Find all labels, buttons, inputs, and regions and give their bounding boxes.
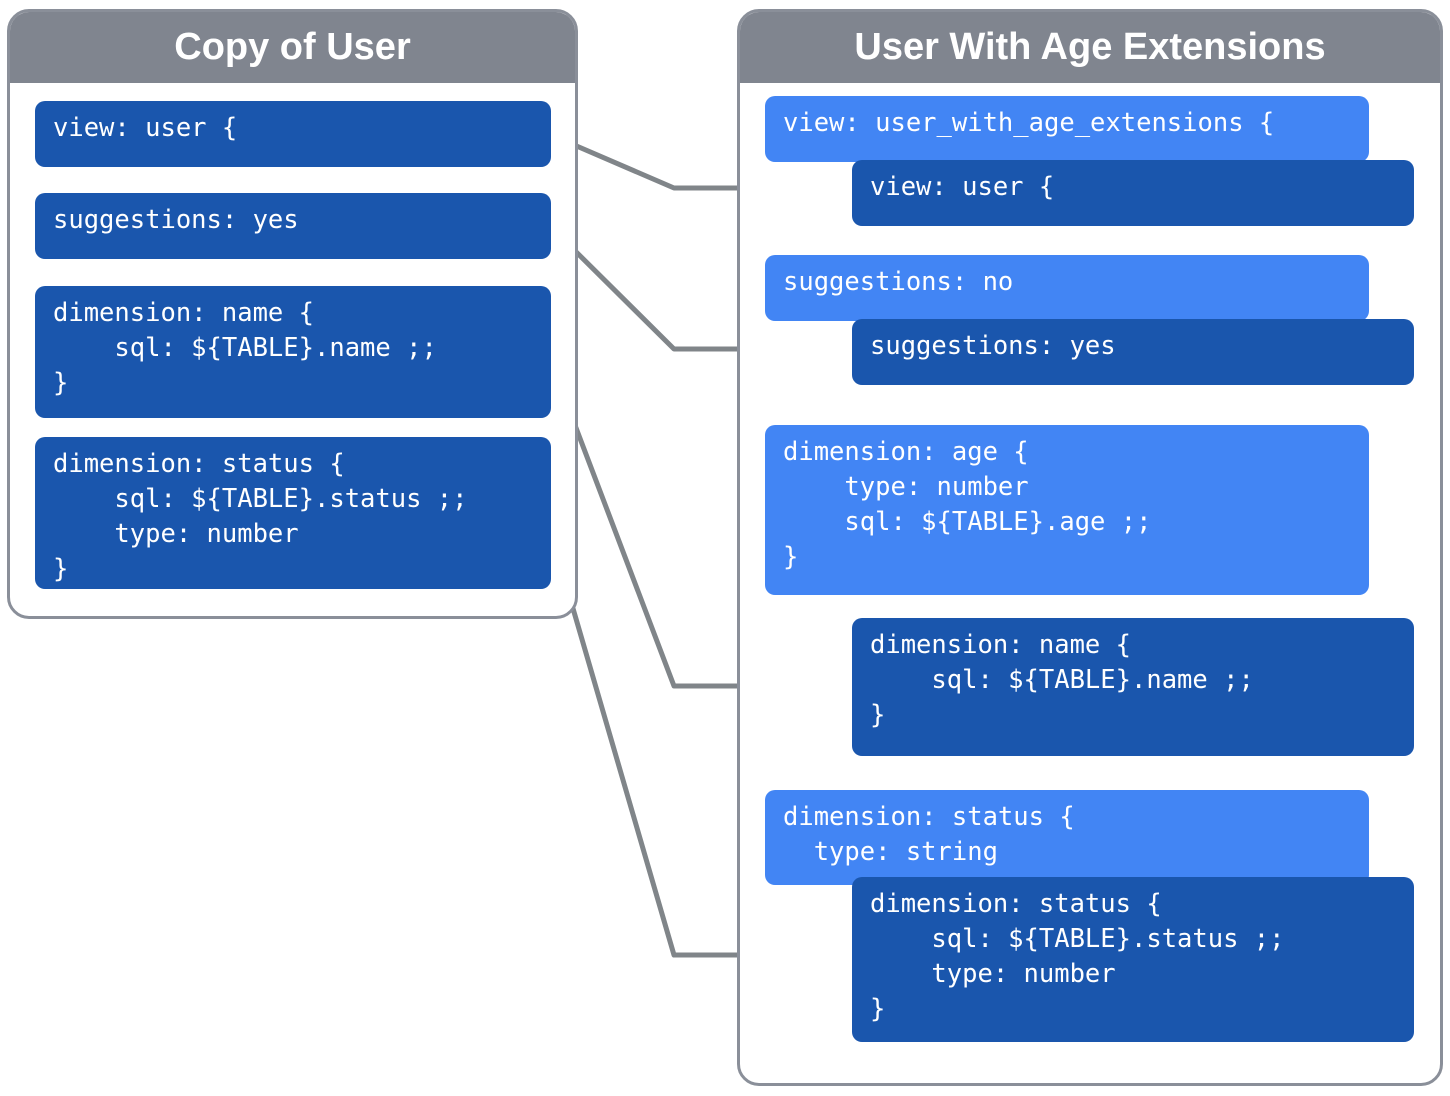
panel-left-title: Copy of User [10,12,575,83]
code-block-nested-view-user[interactable]: view: user { [852,160,1414,226]
code-block-nested-dimension-name[interactable]: dimension: name { sql: ${TABLE}.name ;; … [852,618,1414,756]
code-block-dimension-status-string[interactable]: dimension: status { type: string [765,790,1369,885]
code-block-suggestions-no[interactable]: suggestions: no [765,255,1369,321]
code-block-view-user-with-age-extensions[interactable]: view: user_with_age_extensions { [765,96,1369,162]
code-block-view-user[interactable]: view: user { [35,101,551,167]
code-block-nested-suggestions-yes[interactable]: suggestions: yes [852,319,1414,385]
code-block-dimension-name[interactable]: dimension: name { sql: ${TABLE}.name ;; … [35,286,551,418]
code-block-suggestions-yes[interactable]: suggestions: yes [35,193,551,259]
code-block-nested-dimension-status[interactable]: dimension: status { sql: ${TABLE}.status… [852,877,1414,1042]
code-block-dimension-status[interactable]: dimension: status { sql: ${TABLE}.status… [35,437,551,589]
panel-right-title: User With Age Extensions [740,12,1440,83]
code-block-dimension-age[interactable]: dimension: age { type: number sql: ${TAB… [765,425,1369,595]
